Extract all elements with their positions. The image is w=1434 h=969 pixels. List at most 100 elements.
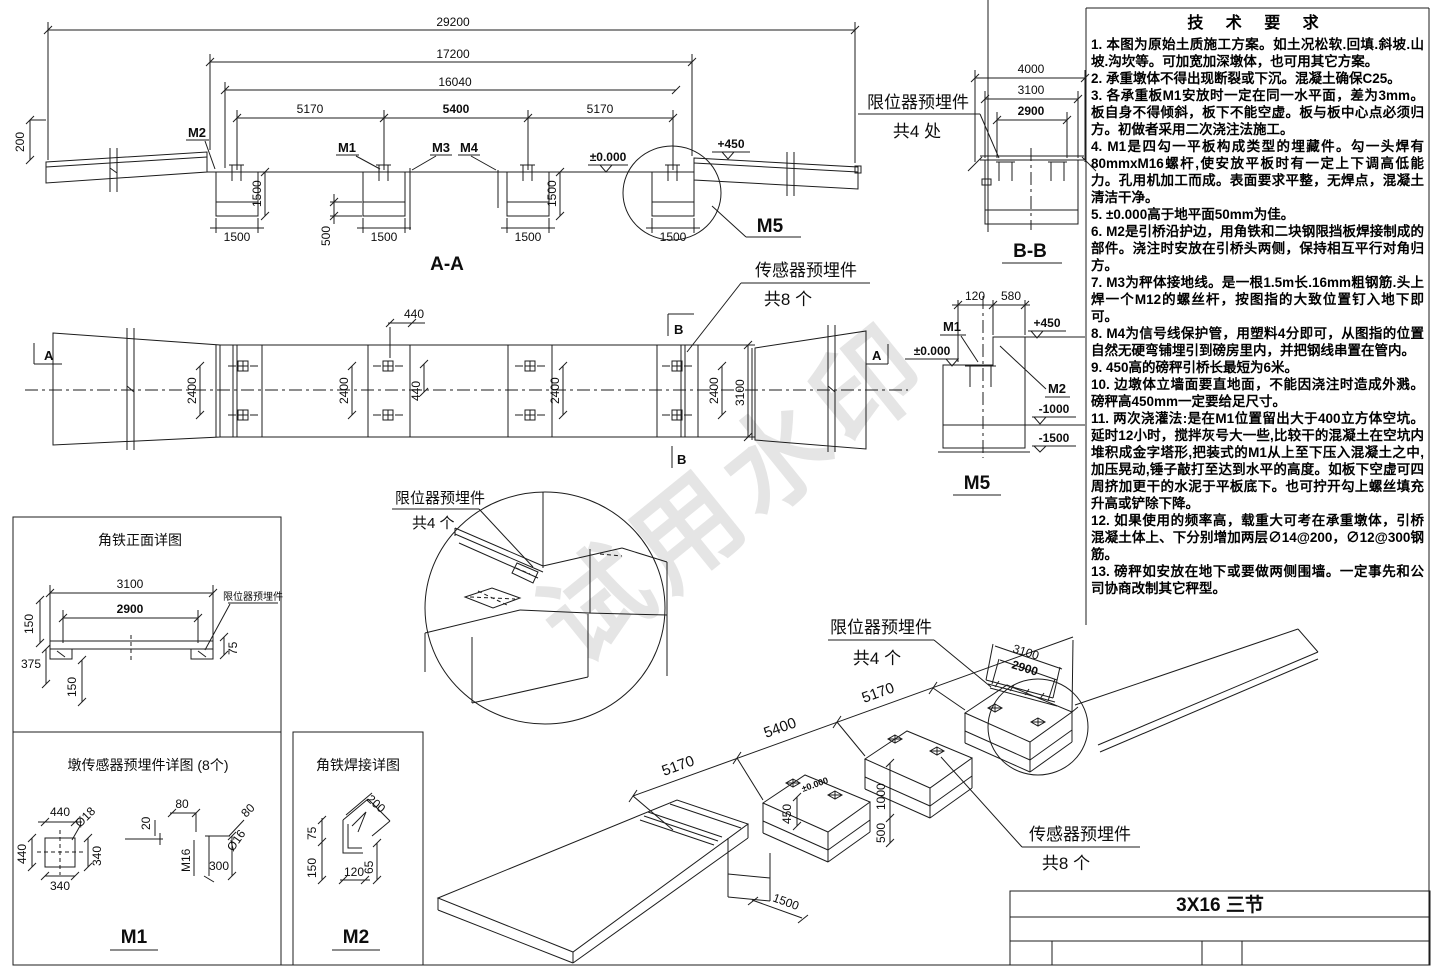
svg-text:2400: 2400 [185, 377, 199, 404]
m2-detail-title: 角铁焊接详图 [316, 757, 400, 773]
m1d-300: 300 [209, 859, 229, 873]
limiter-label-line2: 共4 处 [893, 122, 941, 141]
section-bb: 限位器预埋件 共4 处 4000 3100 2900 [858, 62, 1097, 264]
iso-1500: 1500 [771, 891, 801, 913]
iso-level-zero: ±0.000 [800, 775, 829, 794]
af-dim-375: 375 [21, 657, 41, 671]
iso-500: 500 [874, 823, 888, 843]
dim-depth-1500-a: 1500 [250, 180, 264, 207]
m2d-120: 120 [344, 865, 364, 879]
section-bb-title: B-B [1013, 241, 1047, 262]
tech-item-4: 4. M1是四勾一平板构成类型的埋藏件。勾一头焊有80mmxM16螺杆,使安放平… [1091, 139, 1424, 205]
dim-4000: 4000 [1018, 62, 1045, 76]
tech-item-1: 1. 本图为原始土质施工方案。如土况松软.回填.斜坡.山坡.沟坎等。可加宽加深墩… [1091, 37, 1424, 69]
m2-detail-name: M2 [343, 927, 369, 948]
tech-item-7: 7. M3为秤体接地线。是一根1.5m长.16mm粗钢筋.头上焊一个M12的螺丝… [1091, 275, 1424, 324]
dim-580: 580 [1001, 289, 1021, 303]
m2d-75: 75 [305, 826, 319, 840]
m1-detail-name: M1 [121, 927, 148, 948]
af-limiter-label: 限位器预埋件 [223, 590, 283, 603]
dim-500: 500 [319, 226, 333, 246]
dim-plan-3100: 3100 [733, 379, 747, 406]
detail-label-line2: 共4 个 [412, 515, 455, 532]
m5-level-n1000: -1000 [1039, 402, 1070, 416]
marker-b-bottom: B [677, 452, 686, 467]
af-dim-150b: 150 [65, 677, 79, 697]
dim-17200: 17200 [436, 47, 470, 61]
svg-text:2400: 2400 [548, 377, 562, 404]
angle-front-title: 角铁正面详图 [98, 532, 182, 548]
dim-16040: 16040 [438, 75, 472, 89]
iso-sensor-line2: 共8 个 [1042, 854, 1090, 873]
level-450: +450 [717, 137, 744, 151]
dim-440-side: 440 [409, 381, 423, 401]
m1d-440a: 440 [50, 805, 70, 819]
dim-200: 200 [13, 132, 27, 152]
level-zero: ±0.000 [590, 150, 627, 164]
section-aa-title: A-A [430, 254, 464, 275]
titleblock-model: 3X16 三节 [1176, 894, 1264, 916]
tech-item-6: 6. M2是引桥沿护边，用角铁和二块钢限挡板焊接制成的部件。浇注时安放在引桥头两… [1091, 224, 1424, 273]
m2d-65: 65 [362, 860, 376, 874]
tech-item-10: 10. 边墩体立墙面要直地面，不能因浇注时造成外溅。磅秤高450mm一定要给足尺… [1091, 377, 1424, 409]
tech-item-3: 3. 各承重板M1安放时一定在同一水平面，差为3mm。板自身不得倾斜，板下不能空… [1091, 88, 1424, 137]
pier-width-dims: 1500 1500 1500 1500 [210, 218, 700, 244]
m1d-m16: M16 [179, 848, 193, 872]
m5-label-m1: M1 [943, 319, 961, 334]
tech-item-9: 9. 450高的磅秤引桥长最短为6米。 [1091, 360, 1299, 375]
limiter-zoom-detail: 限位器预埋件 共4 个 [392, 490, 668, 725]
marker-b-top: B [674, 322, 683, 337]
label-m2: M2 [188, 125, 206, 140]
tech-item-8: 8. M4为信号线保护管，用塑料4分即可，从图指的位置自然无硬弯铺埋引到磅房里内… [1091, 326, 1424, 358]
m1-detail-title: 墩传感器预埋件详图 (8个) [68, 757, 229, 773]
tech-item-5: 5. ±0.000高于地平面50mm为佳。 [1091, 207, 1295, 222]
dim-3100: 3100 [1018, 83, 1045, 97]
m5-level-450: +450 [1033, 316, 1060, 330]
tech-item-2: 2. 承重墩体不得出现断裂或下沉。混凝土确保C25。 [1091, 71, 1401, 86]
plan-view: A 2400 2400 [25, 261, 908, 468]
m1d-80a: 80 [175, 797, 189, 811]
dim-5400: 5400 [443, 102, 470, 116]
m1d-dia18: Ø18 [72, 804, 98, 830]
m2d-200: 200 [364, 792, 388, 816]
label-m3: M3 [432, 140, 450, 155]
m5-detail: 120 580 M1 ±0.000 +450 M2 -1000 -1500 [905, 289, 1085, 496]
iso-450: 450 [780, 804, 794, 824]
callout-m5: M5 [757, 216, 784, 237]
af-dim-2900: 2900 [117, 602, 144, 616]
m1-detail-box: 墩传感器预埋件详图 (8个) 440 440 Ø18 340 340 20 80 [12, 731, 282, 966]
dim-120: 120 [965, 289, 985, 303]
m1d-80b: 80 [238, 801, 258, 821]
detail-label-line1: 限位器预埋件 [395, 490, 485, 507]
m1d-440b: 440 [15, 844, 29, 864]
svg-text:2400: 2400 [337, 377, 351, 404]
svg-text:2400: 2400 [707, 377, 721, 404]
marker-a-right: A [872, 348, 882, 363]
dim-2900: 2900 [1018, 104, 1045, 118]
iso-limiter-line1: 限位器预埋件 [830, 618, 932, 637]
m5-level-zero: ±0.000 [914, 344, 951, 358]
tech-item-12: 12. 如果使用的频率高，载重大可考在承重墩体，引桥混凝土体上、下分别增加两层∅… [1091, 513, 1424, 562]
label-m1: M1 [338, 140, 356, 155]
af-dim-75: 75 [226, 641, 240, 655]
tech-item-13: 13. 磅秤如安放在地下或要做两侧围墙。一定事先和公司协商改制其它秤型。 [1091, 564, 1424, 596]
svg-text:1500: 1500 [224, 230, 251, 244]
dim-5170-right: 5170 [587, 102, 614, 116]
af-dim-3100: 3100 [117, 577, 144, 591]
tech-requirements-panel: 技 术 要 求 1. 本图为原始土质施工方案。如土况松软.回填.斜坡.山坡.沟坎… [1091, 13, 1424, 597]
iso-5170-left: 5170 [660, 752, 697, 779]
marker-a-left: A [44, 348, 54, 363]
svg-text:1500: 1500 [371, 230, 398, 244]
svg-text:1500: 1500 [660, 230, 687, 244]
dim-29200: 29200 [436, 15, 470, 29]
limiter-label-line1: 限位器预埋件 [867, 93, 969, 112]
dim-5170-left: 5170 [297, 102, 324, 116]
m1d-20: 20 [139, 816, 153, 830]
tech-item-11: 11. 两次浇灌法:是在M1位置留出大于400立方体空坑。延时12小时，搅拌灰号… [1091, 411, 1424, 511]
iso-sensor-line1: 传感器预埋件 [1029, 825, 1131, 844]
m2-detail-box: 角铁焊接详图 200 75 150 120 65 M2 [292, 731, 424, 966]
iso-limiter-line2: 共4 个 [853, 649, 901, 668]
iso-1000: 1000 [874, 783, 888, 810]
section-aa: 29200 17200 16040 5170 5400 5170 200 [13, 15, 862, 275]
